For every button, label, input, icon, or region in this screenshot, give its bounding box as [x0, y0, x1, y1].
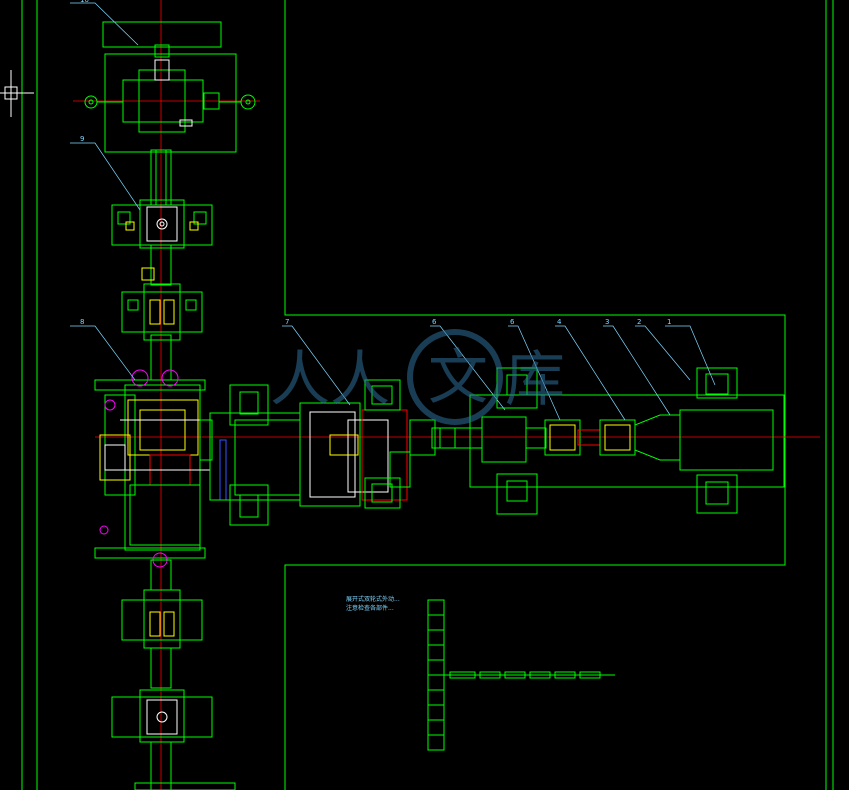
watermark-right: 库	[505, 345, 565, 415]
central-gearbox	[94, 369, 227, 568]
watermark-circle-text: 文	[428, 343, 488, 413]
callout-4: 4	[557, 318, 562, 326]
bearing-block-upper	[111, 199, 213, 249]
callout-6a: 6	[432, 318, 437, 326]
callout-2: 2	[637, 318, 641, 326]
bearing-block-upper-mid	[121, 267, 203, 341]
watermark-left: 人人	[270, 345, 390, 415]
callout-leaders	[70, 2, 716, 421]
callout-6b: 6	[510, 318, 515, 326]
watermark: 人人 文 库	[270, 329, 565, 425]
callout-10: 10	[80, 0, 89, 4]
lower-shaft	[111, 559, 236, 790]
note-line-1: 展开式双轮式外动...	[346, 595, 400, 603]
right-shaft-train	[431, 367, 774, 515]
callout-3: 3	[605, 318, 609, 326]
crosshair-icon	[0, 70, 34, 117]
callout-9: 9	[80, 135, 84, 143]
watermark-circle	[407, 329, 503, 425]
callout-1: 1	[667, 318, 671, 326]
callout-8: 8	[80, 318, 84, 326]
callout-7: 7	[285, 318, 289, 326]
block-diagram	[427, 599, 615, 751]
middle-drive-assembly	[209, 379, 436, 526]
upper-shaft	[150, 149, 172, 381]
note-line-2: 注意检查各部件...	[346, 604, 394, 612]
top-tensioner-assembly	[84, 21, 256, 153]
